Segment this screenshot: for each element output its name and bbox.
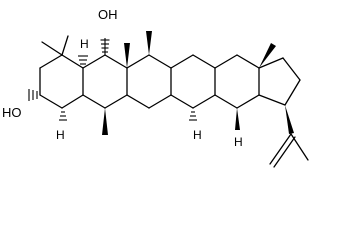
stereo-hydrogen-c9: H: [56, 128, 65, 142]
h-wedge-c18: [235, 108, 240, 130]
methyl-wedge-c14: [146, 31, 152, 55]
hydroxyl-top-label: OH: [98, 7, 118, 22]
isopropenyl-wedge: [285, 105, 294, 134]
ring-d: [170, 54, 216, 109]
ring-e: [214, 54, 260, 109]
methyl-wedge-c10: [102, 108, 108, 135]
ring-a: [39, 35, 84, 109]
ring-b: [82, 54, 128, 109]
hydroxyl-top-group: OH: [98, 7, 118, 55]
methyl-wedge-c17: [259, 43, 276, 68]
stereo-hydrogen-c5: H: [80, 37, 89, 51]
hydroxyl-left-label: HO: [2, 105, 22, 120]
stereo-hydrogens: H H H H: [56, 37, 243, 149]
stereo-hydrogen-c13: H: [193, 128, 202, 142]
ring-cyclopentane: [258, 57, 301, 106]
ring-c: [126, 54, 172, 109]
stereo-hydrogen-c18: H: [234, 135, 243, 149]
structure-diagram: OH HO H H H H: [2, 7, 309, 168]
angular-methyls: [102, 31, 276, 135]
hydroxyl-left-group: HO: [2, 89, 38, 120]
methyl-wedge-c8: [124, 43, 130, 68]
isopropenyl-group: [269, 105, 309, 168]
